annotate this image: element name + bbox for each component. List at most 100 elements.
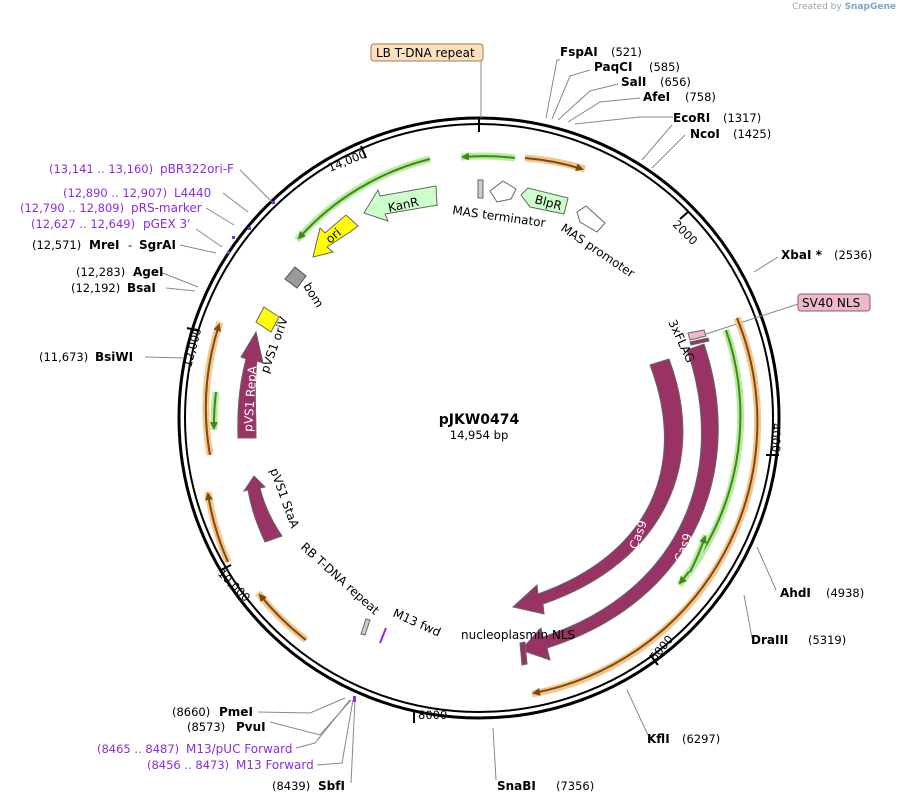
orf-right-green2 — [689, 535, 707, 573]
orf-right-orange — [532, 317, 759, 696]
primer-name: pRS-marker — [131, 201, 202, 215]
bom-marker — [284, 266, 307, 289]
mas-promoter-arrow — [576, 205, 606, 233]
orf-top-orange — [524, 157, 584, 172]
enzyme-mrei-sgrai: (12,571) MreI - SgrAI — [32, 238, 176, 252]
credit-prefix: Created by — [792, 2, 842, 12]
sv40-nls-marker — [687, 329, 707, 341]
tick-label-14000: 14,000 — [326, 147, 369, 175]
mas-terminator-arrow — [489, 180, 517, 203]
enzyme-position: (521) — [611, 45, 642, 59]
enzyme-fspai: FspAI (521) — [560, 45, 642, 59]
enzyme-ncoi: NcoI (1425) — [690, 127, 771, 141]
enzyme-name: EcoRI — [673, 111, 710, 125]
orf-left-green — [209, 391, 218, 430]
tick-label-12000: 12,000 — [180, 326, 204, 369]
enzyme-position: (585) — [649, 60, 680, 74]
enzyme-separator: - — [128, 238, 132, 252]
enzyme-name: PvuI — [236, 720, 266, 734]
sv40-nls-label: SV40 NLS — [802, 296, 860, 310]
enzyme-position: (6297) — [682, 732, 720, 746]
enzyme-name: AfeI — [643, 90, 670, 104]
rb-repeat-marker — [360, 618, 371, 636]
enzyme-name: BsiWI — [95, 350, 133, 364]
enzyme-kfli: KflI (6297) — [647, 732, 720, 746]
primer-name: pGEX 3' — [143, 217, 190, 231]
blpr-arrow — [520, 187, 569, 215]
primer-position: (8456 .. 8473) — [147, 758, 229, 772]
lb-repeat-box — [370, 43, 484, 62]
blpr-label: BlpR — [533, 192, 563, 213]
enzyme-position: (2536) — [834, 248, 872, 262]
enzyme-position: (12,283) — [76, 265, 125, 279]
mas-terminator-marker — [477, 179, 484, 199]
kanr-label: KanR — [387, 195, 420, 215]
enzyme-sali: SalI (656) — [621, 75, 691, 89]
tick-8000: 8000 — [413, 708, 447, 723]
enzyme-name: KflI — [647, 732, 670, 746]
orf-left-orange3 — [258, 593, 307, 641]
snapgene-logo: SnapGene — [844, 2, 896, 12]
enzyme-pvui: (8573) PvuI — [187, 720, 266, 734]
sv40-nls-box — [797, 293, 871, 312]
enzyme-position: (1317) — [723, 111, 761, 125]
primer-position: (8465 .. 8487) — [97, 742, 179, 756]
enzyme-name: MreI — [89, 238, 119, 252]
nucleoplasmin-nls-marker — [519, 641, 528, 666]
primer-pgex-3: (12,627 .. 12,649) pGEX 3' — [31, 217, 190, 231]
m13-fwd-marker — [379, 627, 387, 644]
tick-14000: 14,000 — [326, 145, 369, 175]
primer-position: (12,790 .. 12,809) — [20, 201, 124, 215]
enzyme-name: AhdI — [780, 586, 811, 600]
orf-top-green1 — [461, 152, 516, 161]
enzyme-name-2: SgrAI — [139, 238, 176, 252]
orf-top-green2 — [297, 158, 431, 240]
primer-name: M13 Forward — [236, 758, 314, 772]
enzyme-afei: AfeI (758) — [643, 90, 716, 104]
tick-label-10000: 10,000 — [215, 566, 253, 604]
enzyme-snabi: SnaBI (7356) — [497, 779, 594, 793]
enzyme-sbfi: (8439) SbfI — [272, 779, 345, 793]
tick-label-4000: 4000 — [769, 423, 783, 452]
enzyme-position: (12,571) — [32, 238, 81, 252]
enzyme-position: (4938) — [826, 586, 864, 600]
enzyme-name: XbaI * — [781, 248, 823, 262]
pvs1-repa-label: pVS1 RepA — [241, 365, 260, 433]
enzyme-position: (656) — [660, 75, 691, 89]
enzyme-position: (11,673) — [39, 350, 88, 364]
enzyme-ahdi: AhdI (4938) — [780, 586, 864, 600]
enzyme-name: DraIII — [751, 633, 788, 647]
tick-12000: 12,000 — [180, 326, 204, 369]
primer-position: (13,141 .. 13,160) — [49, 162, 153, 176]
enzyme-name: AgeI — [133, 265, 163, 279]
plasmid-name: pJKW0474 — [439, 412, 520, 428]
three-x-flag-marker — [689, 337, 710, 346]
tick-10000: 10,000 — [215, 564, 253, 605]
snapgene-credit: Created by SnapGene — [792, 2, 896, 12]
ori-arrow — [312, 214, 359, 258]
enzyme-agei: (12,283) AgeI — [76, 265, 163, 279]
bom-label: bom — [300, 280, 326, 310]
primer-position: (12,890 .. 12,907) — [63, 186, 167, 200]
enzyme-name: SalI — [621, 75, 646, 89]
enzyme-xbai: XbaI * (2536) — [781, 248, 872, 262]
cas9-outer-arrow — [520, 343, 719, 661]
tick-4000: 4000 — [766, 423, 783, 456]
tick-2000: 2000 — [670, 211, 701, 248]
pvs1-oriv-marker — [255, 306, 280, 333]
enzyme-leaders — [144, 59, 779, 784]
kanr-arrow — [363, 185, 439, 222]
enzyme-draiii: DraIII (5319) — [751, 633, 846, 647]
tick-label-2000: 2000 — [670, 217, 701, 248]
primer-name: M13/pUC Forward — [186, 742, 293, 756]
primer-name: pBR322ori-F — [160, 162, 234, 176]
pvs1-staa-arrow — [242, 475, 283, 543]
primer-pbr322ori-f: (13,141 .. 13,160) pBR322ori-F — [49, 162, 234, 176]
cas9-inner-arrow — [511, 358, 684, 615]
enzyme-name: PaqCI — [594, 60, 632, 74]
primer-ticks — [227, 201, 356, 702]
enzyme-position: (12,192) — [71, 281, 120, 295]
enzyme-bsiwi: (11,673) BsiWI — [39, 350, 133, 364]
enzyme-position: (7356) — [556, 779, 594, 793]
